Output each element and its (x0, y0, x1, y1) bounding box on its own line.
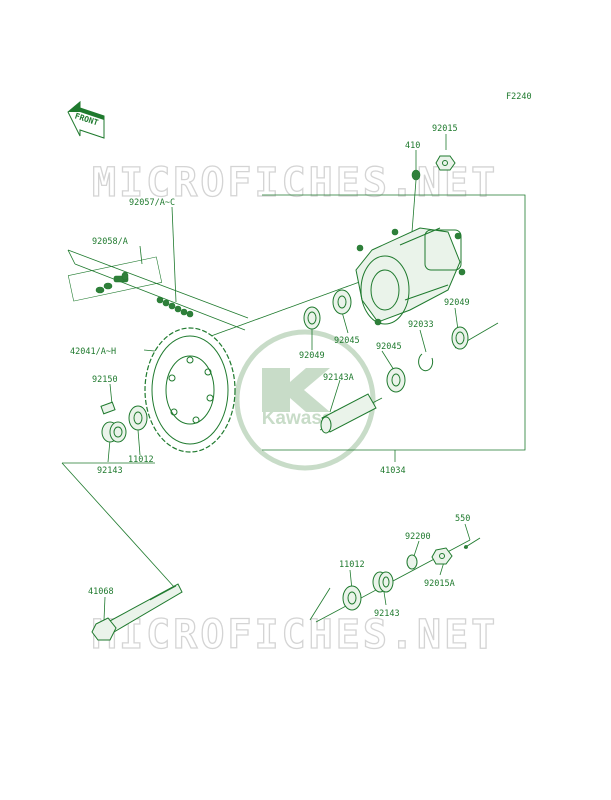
watermark-bottom: MICROFICHES.NET (92, 612, 498, 658)
collar-92143 (101, 421, 127, 443)
label-92049-right: 92049 (444, 298, 470, 308)
label-41068: 41068 (88, 587, 114, 597)
label-92143-upper: 92143 (97, 466, 123, 476)
kawasaki-logo: Kawasaki (234, 329, 376, 471)
label-92015A: 92015A (424, 579, 455, 589)
hub-assembly-box (262, 194, 526, 451)
bolt-92150 (100, 401, 116, 415)
label-92200: 92200 (405, 532, 431, 542)
label-92045-lower: 92045 (376, 342, 402, 352)
label-92045-upper: 92045 (334, 336, 360, 346)
coupling-11012-lower (342, 585, 362, 611)
cotter-pin-550 (463, 537, 481, 549)
front-arrow-icon: FRONT (67, 100, 105, 139)
label-11012-lower: 11012 (339, 560, 365, 570)
label-92057: 92057/A~C (129, 198, 175, 208)
label-550: 550 (455, 514, 470, 524)
axle-41068 (91, 583, 183, 641)
watermark-top: MICROFICHES.NET (92, 160, 498, 206)
label-92143-lower: 92143 (374, 609, 400, 619)
coupling-11012 (128, 405, 148, 431)
label-11012-upper: 11012 (128, 455, 154, 465)
circlip-92033 (418, 353, 434, 372)
bearing-92045-lower (386, 367, 406, 393)
label-92143A: 92143A (323, 373, 354, 383)
label-42041: 42041/A~H (70, 347, 116, 357)
label-41034: 41034 (380, 466, 406, 476)
seal-92049-left (303, 306, 321, 330)
bearing-92045-upper (332, 289, 352, 315)
spacer-92143A (320, 393, 377, 434)
label-92150: 92150 (92, 375, 118, 385)
nut-92015 (435, 155, 456, 171)
seal-92049-right (451, 326, 469, 350)
label-92049-left: 92049 (299, 351, 325, 361)
collar-92143-lower (372, 571, 394, 593)
drive-chain (67, 249, 249, 331)
figure-code: F2240 (506, 92, 532, 102)
stud-410 (411, 169, 421, 181)
label-92058: 92058/A (92, 237, 128, 247)
label-92033: 92033 (408, 320, 434, 330)
label-92015: 92015 (432, 124, 458, 134)
label-410: 410 (405, 141, 420, 151)
rear-sprocket (144, 327, 236, 453)
rear-hub (355, 227, 466, 326)
washer-92200 (406, 554, 418, 570)
nut-92015A (431, 547, 453, 565)
